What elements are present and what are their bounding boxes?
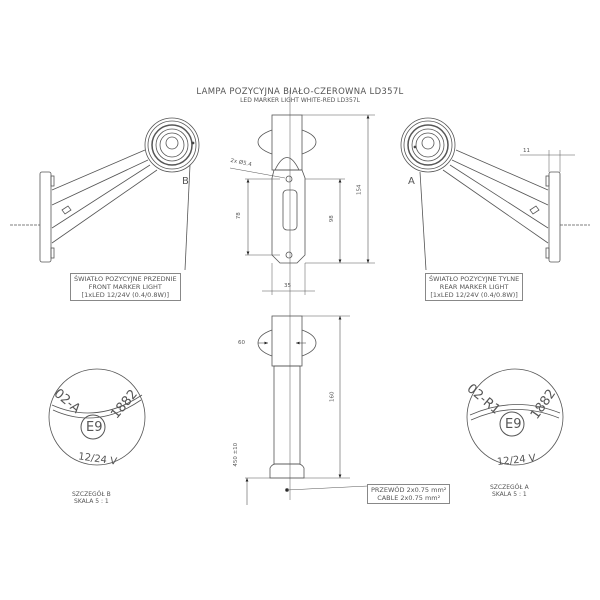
dim-160: 160 <box>329 391 336 403</box>
dim-98: 98 <box>328 215 335 223</box>
detail-b-marking <box>48 368 146 466</box>
cable-callout: PRZEWÓD 2x0.75 mm² CABLE 2x0.75 mm² <box>367 484 451 504</box>
front-callout-line3: [1xLED 12/24V (0.4/0.8W)] <box>81 291 170 299</box>
drawing-title-pl: LAMPA POZYCYJNA BIAŁO-CZEROWNA LD357L <box>196 87 404 97</box>
drawing-title-en: LED MARKER LIGHT WHITE-RED LD357L <box>240 97 360 104</box>
detail-a-marking <box>466 368 564 466</box>
detail-b-caption-title: SZCZEGÓŁ B <box>72 491 111 498</box>
detail-a-caption: SZCZEGÓŁ A SKALA 5 : 1 <box>490 484 529 498</box>
dim-154: 154 <box>356 184 363 196</box>
detail-a-caption-scale: SKALA 5 : 1 <box>492 491 527 498</box>
rear-light-view-a <box>400 117 590 271</box>
detail-b-caption: SZCZEGÓŁ B SKALA 5 : 1 <box>72 491 111 505</box>
dim-78: 78 <box>235 212 242 220</box>
rear-callout-line2: REAR MARKER LIGHT <box>439 283 509 291</box>
view-label-a: A <box>408 176 415 187</box>
cable-callout-line1: PRZEWÓD 2x0.75 mm² <box>371 486 447 494</box>
detail-a-approval: E9 <box>505 417 522 432</box>
dim-cable-length: 450 ±10 <box>233 442 240 467</box>
dim-35: 35 <box>284 283 291 289</box>
rear-callout-line1: ŚWIATŁO POZYCYJNE TYLNE <box>429 275 520 283</box>
rear-marker-callout: ŚWIATŁO POZYCYJNE TYLNE REAR MARKER LIGH… <box>425 273 524 301</box>
front-callout-line1: ŚWIATŁO POZYCYJNE PRZEDNIE <box>74 275 177 283</box>
rear-callout-line3: [1xLED 12/24V (0.4/0.8W)] <box>430 291 518 299</box>
side-view-stem <box>245 300 369 505</box>
cable-callout-line2: CABLE 2x0.75 mm² <box>377 494 441 502</box>
detail-b-approval: E9 <box>86 420 103 435</box>
detail-b-caption-scale: SKALA 5 : 1 <box>74 498 109 505</box>
dim-60: 60 <box>238 340 245 346</box>
view-label-b: B <box>182 176 189 187</box>
detail-a-caption-title: SZCZEGÓŁ A <box>490 484 529 491</box>
side-view-mounting <box>229 90 375 300</box>
front-callout-line2: FRONT MARKER LIGHT <box>88 283 162 291</box>
dim-11: 11 <box>523 148 530 154</box>
front-marker-callout: ŚWIATŁO POZYCYJNE PRZEDNIE FRONT MARKER … <box>70 273 181 301</box>
front-light-view-b <box>10 117 200 271</box>
